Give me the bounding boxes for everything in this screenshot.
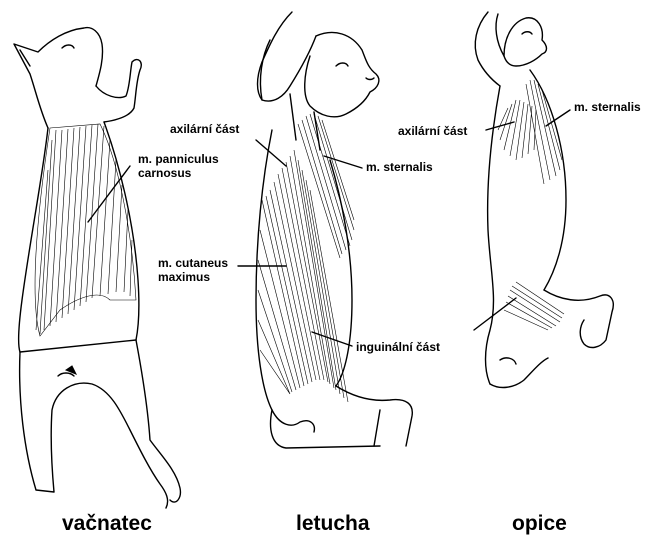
label-axilarni-letucha: axilární část: [170, 122, 239, 136]
leader-inguinalni-letucha: [312, 332, 352, 346]
vacnatec-head: [14, 28, 103, 128]
letucha-legs: [272, 386, 412, 446]
leader-inguinalni-opice: [474, 298, 516, 330]
letucha-sternalis: [298, 114, 354, 258]
letucha-back: [256, 130, 380, 448]
opice-head: [504, 18, 547, 66]
label-inguinalni: inguinální část: [356, 340, 440, 354]
label-axilarni-opice: axilární část: [398, 124, 467, 138]
letucha-eye: [336, 63, 348, 66]
opice-back: [486, 86, 501, 384]
panniculus-muscle: [35, 124, 136, 336]
letucha-drawing: [256, 12, 412, 448]
opice-sternalis-muscle: [526, 80, 562, 184]
opice-arm: [475, 12, 504, 86]
caption-letucha: letucha: [296, 512, 370, 536]
vacnatec-arm: [96, 60, 141, 122]
opice-eye: [522, 32, 532, 34]
label-sternalis-opice: m. sternalis: [574, 100, 641, 114]
vacnatec-drawing: [14, 28, 180, 508]
caption-vacnatec: vačnatec: [62, 512, 152, 536]
letucha-front: [330, 160, 352, 386]
label-panniculus-line2: carnosus: [138, 166, 219, 180]
letucha-neck: [290, 94, 320, 150]
opice-inguinalni-muscle: [504, 282, 564, 330]
vacnatec-eye: [62, 45, 74, 48]
cutaneus-maximus-muscle: [258, 150, 348, 402]
label-sternalis-letucha: m. sternalis: [366, 160, 433, 174]
label-cutaneus: m. cutaneus maximus: [158, 256, 228, 284]
vacnatec-pouch: [58, 373, 74, 376]
vacnatec-waist: [20, 340, 136, 352]
letucha-head: [305, 32, 379, 116]
label-panniculus: m. panniculus carnosus: [138, 152, 219, 180]
letucha-arm: [258, 12, 317, 101]
label-cutaneus-line2: maximus: [158, 270, 228, 284]
letucha-nose: [366, 78, 374, 80]
opice-drawing: [475, 12, 613, 387]
opice-legs: [490, 290, 613, 387]
label-panniculus-line1: m. panniculus: [138, 152, 219, 166]
label-cutaneus-line1: m. cutaneus: [158, 256, 228, 270]
vacnatec-legs: [20, 340, 181, 508]
caption-opice: opice: [512, 512, 567, 536]
leader-sternalis-opice: [546, 110, 570, 126]
leader-axilarni-letucha: [256, 140, 286, 166]
opice-front: [530, 70, 566, 290]
